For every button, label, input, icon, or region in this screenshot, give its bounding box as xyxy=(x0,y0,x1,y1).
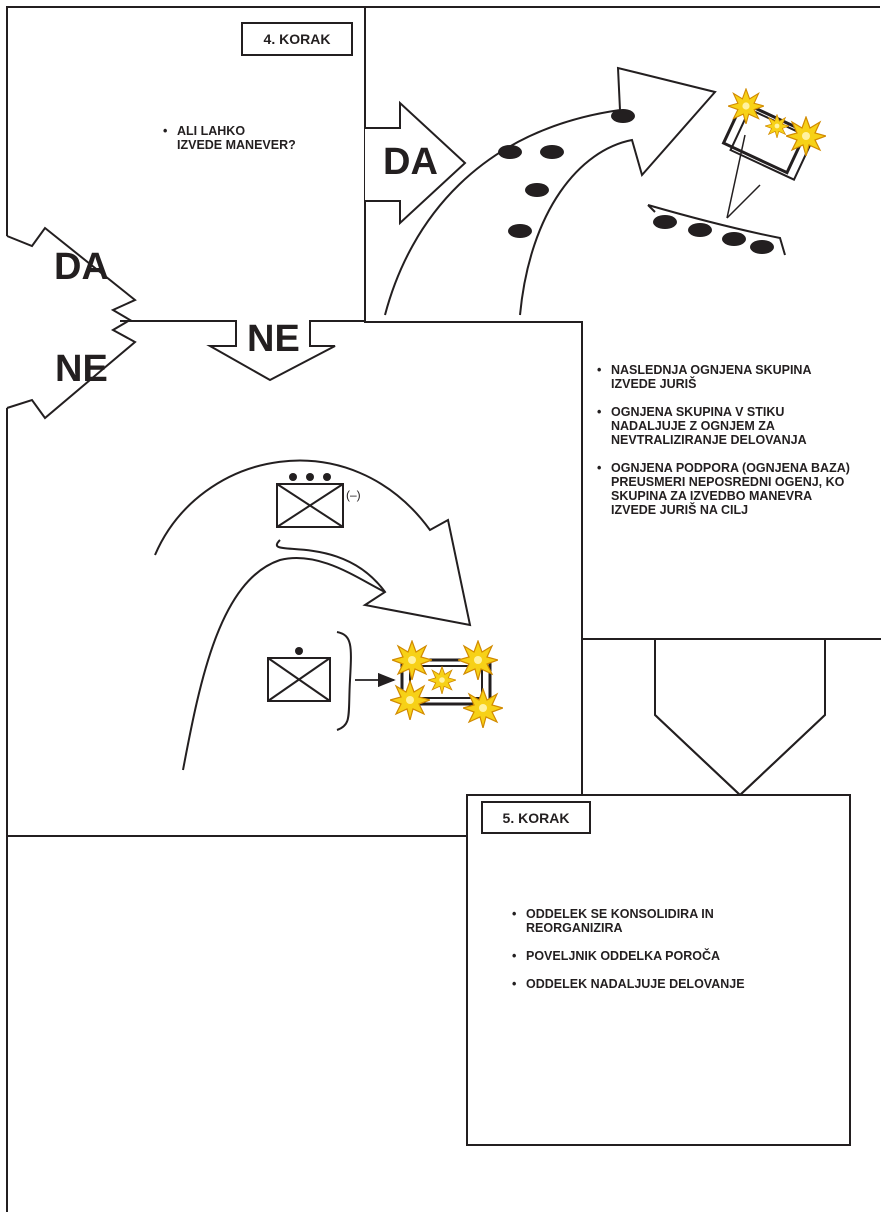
explosion-icon xyxy=(392,640,432,680)
step4-label: 4. KORAK xyxy=(241,22,353,56)
explosion-icon xyxy=(428,666,456,694)
ne-arrow-shape xyxy=(120,320,365,382)
soldier-dot xyxy=(722,232,746,246)
step4-question: ALI LAHKO IZVEDE MANEVER? xyxy=(163,124,353,166)
step5-bullet: ODDELEK NADALJUJE DELOVANJE xyxy=(512,977,782,991)
step5-bullet: POVELJNIK ODDELKA POROČA xyxy=(512,949,782,963)
step4-bullet: OGNJENA PODPORA (OGNJENA BAZA) PREUSMERI… xyxy=(597,461,857,517)
soldier-dot xyxy=(750,240,774,254)
da-arrow-shape xyxy=(365,100,467,226)
step4-bullet: OGNJENA SKUPINA V STIKU NADALJUJE Z OGNJ… xyxy=(597,405,857,447)
support-fire-group xyxy=(647,134,786,256)
ne-label: NE xyxy=(247,318,300,360)
soldier-dot xyxy=(653,215,677,229)
question-line-2: IZVEDE MANEVER? xyxy=(177,138,296,152)
step5-arrow-outline xyxy=(582,638,881,797)
soldier-dot xyxy=(540,145,564,159)
step5-label: 5. KORAK xyxy=(481,801,591,834)
assault-arrow-inner xyxy=(182,557,386,771)
unit-modifier: (–) xyxy=(346,488,361,502)
explosion-icon xyxy=(728,88,764,124)
side-da-label: DA xyxy=(54,246,109,288)
maneuver-arrow xyxy=(384,66,717,316)
explosion-icon xyxy=(786,116,826,156)
explosion-icon xyxy=(765,114,789,138)
step5-panel xyxy=(466,794,851,1146)
soldier-dot xyxy=(498,145,522,159)
step5-bullets: ODDELEK SE KONSOLIDIRA IN REORGANIZIRA P… xyxy=(512,907,782,1005)
step5-arrow-shape xyxy=(654,639,826,797)
outer-border xyxy=(6,6,880,236)
side-ne-label: NE xyxy=(55,348,108,390)
assault-arrow-outer xyxy=(154,459,472,627)
soldier-dot xyxy=(688,223,712,237)
da-label: DA xyxy=(383,141,438,183)
explosion-icon xyxy=(458,640,498,680)
phase-bracket xyxy=(336,631,352,731)
question-item: ALI LAHKO IZVEDE MANEVER? xyxy=(163,124,353,152)
explosion-icon xyxy=(390,680,430,720)
explosion-icon xyxy=(463,688,503,728)
step5-bullet: ODDELEK SE KONSOLIDIRA IN REORGANIZIRA xyxy=(512,907,782,935)
unit-symbol-fireteam xyxy=(267,647,331,702)
soldier-dot xyxy=(525,183,549,197)
question-line-1: ALI LAHKO xyxy=(177,124,246,138)
step4-bullets: NASLEDNJA OGNJENA SKUPINA IZVEDE JURIŠ O… xyxy=(597,363,857,531)
unit-symbol-team xyxy=(276,473,344,528)
squad-dots xyxy=(498,109,635,238)
soldier-dot xyxy=(508,224,532,238)
soldier-dot xyxy=(611,109,635,123)
step4-bullet: NASLEDNJA OGNJENA SKUPINA IZVEDE JURIŠ xyxy=(597,363,857,391)
step4-panel-right xyxy=(364,7,583,795)
